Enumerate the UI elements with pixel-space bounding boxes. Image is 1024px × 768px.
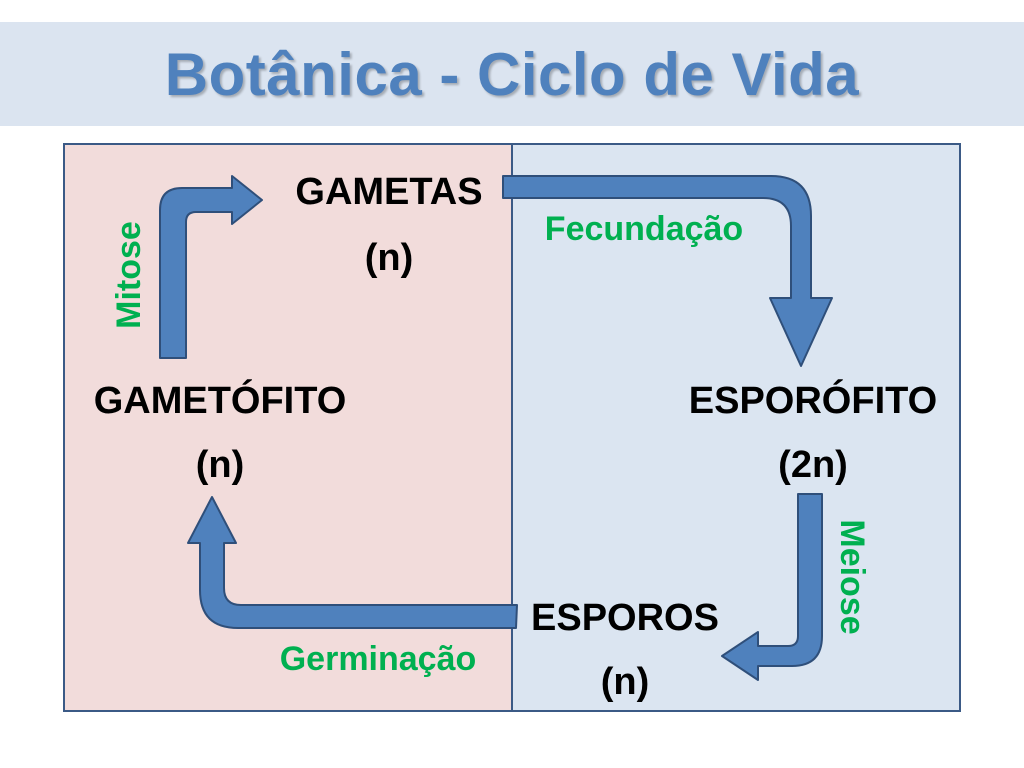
gametofito-ploidy: (n) xyxy=(196,444,245,486)
esporofito-label: ESPORÓFITO xyxy=(689,378,937,422)
fecundacao-label: Fecundação xyxy=(545,210,743,248)
esporos-label: ESPOROS xyxy=(531,597,719,639)
meiose-arrow xyxy=(721,493,823,681)
diploid-panel xyxy=(512,144,960,711)
mitose-arrow xyxy=(159,175,263,359)
gametofito-label: GAMETÓFITO xyxy=(94,378,347,422)
gametas-ploidy: (n) xyxy=(365,237,414,279)
esporos-ploidy: (n) xyxy=(601,661,650,703)
page-title: Botânica - Ciclo de Vida xyxy=(164,40,860,108)
germinacao-label: Germinação xyxy=(280,640,477,678)
germinacao-arrow xyxy=(187,496,518,629)
fecundacao-arrow xyxy=(502,175,833,367)
mitose-label: Mitose xyxy=(110,221,148,329)
esporofito-ploidy: (2n) xyxy=(778,444,848,486)
meiose-label: Meiose xyxy=(833,519,871,634)
gametas-label: GAMETAS xyxy=(295,171,482,213)
title-band: Botânica - Ciclo de Vida xyxy=(0,22,1024,126)
